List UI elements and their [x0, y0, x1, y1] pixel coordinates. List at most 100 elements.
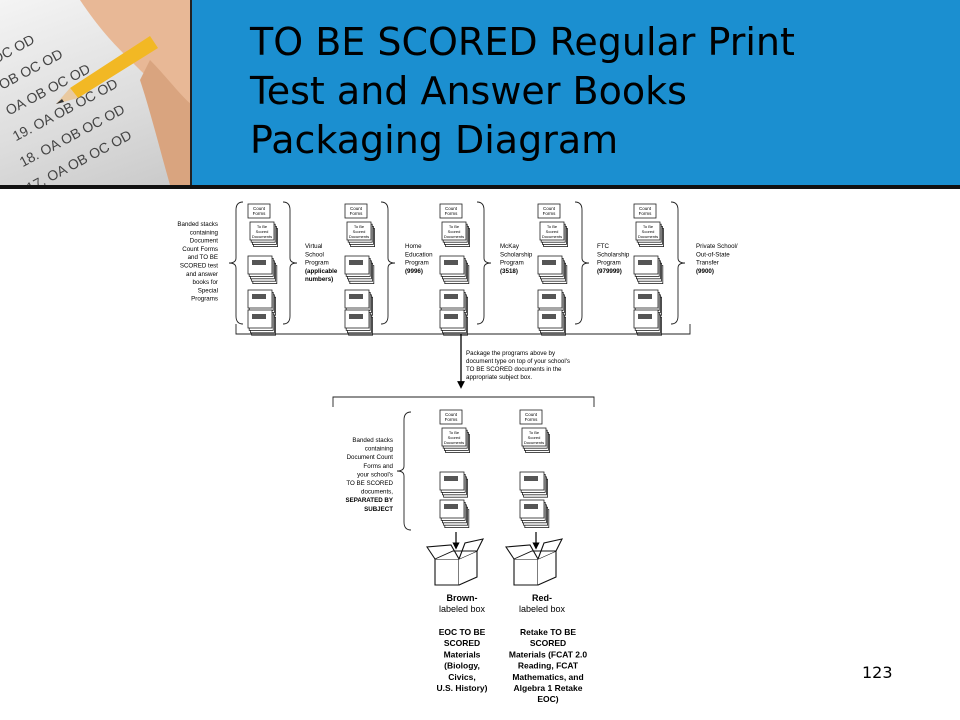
document-stack — [633, 309, 662, 336]
grouping-brace — [574, 201, 590, 325]
stack-band — [252, 294, 266, 299]
to-be-scored-label: To Be — [354, 224, 365, 229]
stack-band — [444, 314, 458, 319]
note-text: and answer — [186, 271, 218, 278]
box-materials-text: EOC TO BE — [439, 627, 486, 637]
note-text: Banded stacks — [352, 437, 393, 444]
title-line: Test and Answer Books — [250, 69, 687, 113]
to-be-scored-label: To Be — [449, 224, 460, 229]
slide-title: TO BE SCORED Regular Print Test and Answ… — [250, 18, 940, 165]
stack-band — [252, 314, 266, 319]
count-forms-label: Count — [253, 206, 266, 211]
note-text: Special — [198, 287, 218, 294]
arm-shape — [140, 60, 190, 185]
note-text-bold: (applicable — [305, 268, 338, 275]
note-text: Banded stacks — [177, 221, 218, 228]
note-text: Program — [500, 260, 524, 267]
page-number: 123 — [862, 663, 893, 682]
to-be-scored-label: Scored — [528, 435, 541, 440]
box-materials-text: Reading, FCAT — [518, 661, 579, 671]
count-forms-label: Count — [639, 206, 652, 211]
to-be-scored-label: Scored — [353, 229, 366, 234]
note-text-bold: (9900) — [696, 268, 714, 275]
count-form-sheet — [439, 203, 463, 219]
note-text-bold: (979999) — [597, 268, 622, 275]
to-be-scored-label: Documents — [349, 234, 369, 239]
document-stack — [537, 309, 566, 336]
note-text: TO BE SCORED — [346, 480, 393, 487]
to-be-scored-label: Documents — [524, 440, 544, 445]
count-forms-label: Count — [350, 206, 363, 211]
open-box-icon — [505, 538, 564, 586]
box-flap-left — [426, 544, 460, 560]
to-be-scored-label: Scored — [448, 435, 461, 440]
count-forms-label: Count — [525, 412, 538, 417]
note-text: Scholarship — [597, 251, 630, 258]
to-be-scored-label: Documents — [252, 234, 272, 239]
note-text: Home — [405, 243, 422, 250]
grouping-brace — [380, 201, 396, 325]
box-label-bold: Brown- — [447, 593, 478, 603]
note-text: Private School/ — [696, 243, 738, 250]
box-materials-text: SCORED — [530, 638, 566, 648]
stack-band — [638, 294, 652, 299]
to-be-scored-label: To Be — [449, 430, 460, 435]
box-materials-text: U.S. History) — [436, 683, 487, 693]
note-text: Package the programs above by — [466, 350, 556, 357]
note-text: Count Forms — [182, 246, 218, 253]
count-forms-label: Forms — [639, 211, 652, 216]
to-be-scored-label: To Be — [257, 224, 268, 229]
grouping-brace — [476, 201, 492, 325]
note-text: Forms and — [363, 463, 393, 470]
stack-band — [349, 314, 363, 319]
box-materials-text: SCORED — [444, 638, 480, 648]
note-text: SCORED test — [180, 263, 218, 270]
box-flap-left — [505, 544, 539, 560]
grouping-brace — [670, 201, 686, 325]
note-text: Document — [190, 238, 218, 245]
document-stack — [519, 471, 548, 498]
document-stack — [439, 471, 469, 498]
note-text: appropriate subject box. — [466, 374, 532, 381]
note-text: TO BE SCORED documents in the — [466, 366, 562, 373]
box-materials-text: Materials — [444, 649, 481, 659]
note-text: containing — [365, 446, 394, 453]
box-back-edge — [434, 550, 477, 560]
stack-sheet — [441, 427, 467, 447]
grouping-brace — [282, 201, 298, 325]
note-text: Transfer — [696, 260, 719, 267]
to-be-scored-label: Documents — [444, 234, 464, 239]
stack-band — [444, 260, 458, 265]
count-forms-label: Forms — [445, 211, 458, 216]
note-text-bold: SUBJECT — [364, 506, 393, 513]
lower-section-bracket — [332, 396, 595, 407]
to-be-scored-label: To Be — [529, 430, 540, 435]
stack-band — [542, 260, 556, 265]
count-form-sheet — [519, 409, 543, 425]
count-forms-label: Forms — [445, 417, 458, 422]
stack-band — [444, 504, 458, 509]
box-label: labeled box — [519, 604, 566, 614]
banner-divider — [0, 185, 960, 189]
note-text: documents, — [361, 489, 393, 496]
box-label: labeled box — [439, 604, 486, 614]
box-back-edge — [513, 550, 556, 560]
document-stack — [633, 255, 664, 284]
stack-sheet — [635, 221, 661, 241]
note-text: document type on top of your school's — [466, 358, 570, 365]
to-be-scored-label: Scored — [256, 229, 269, 234]
note-text: Scholarship — [500, 251, 533, 258]
box-materials-text: (Biology, — [444, 661, 480, 671]
document-stack — [344, 309, 374, 336]
note-text: Document Count — [347, 454, 394, 461]
document-stack — [247, 255, 278, 284]
document-stack — [537, 255, 568, 284]
count-forms-label: Forms — [543, 211, 556, 216]
stack-band — [524, 504, 538, 509]
box-front — [513, 558, 539, 586]
